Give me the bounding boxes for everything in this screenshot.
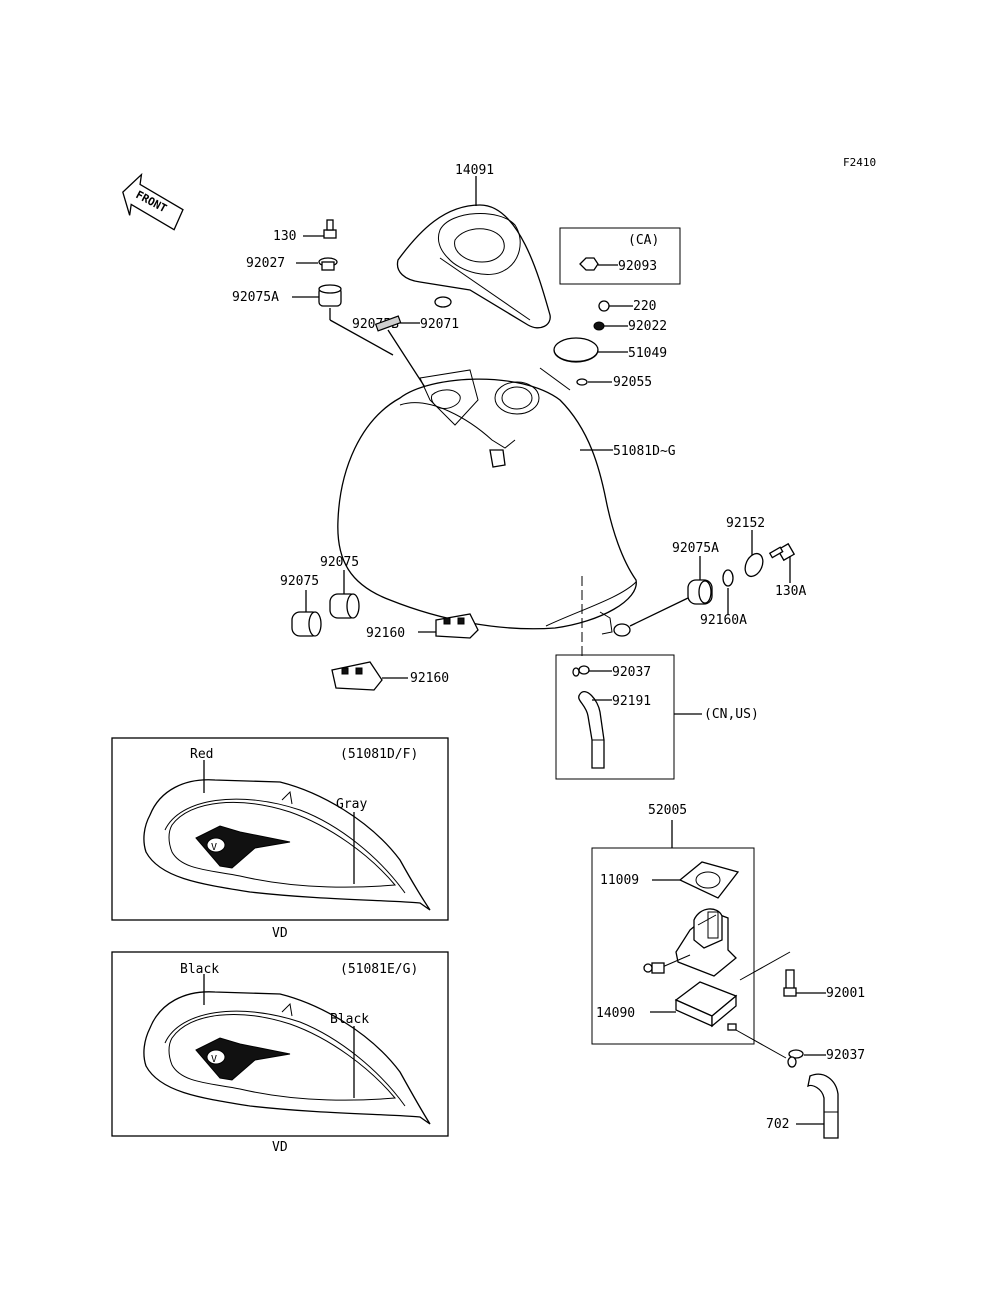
washer-92160A-part — [722, 569, 734, 615]
washer-92075B-part — [434, 296, 452, 308]
washer-92152-part — [744, 530, 764, 578]
inset-top-model: VD — [272, 926, 288, 941]
part-label-14090: 14090 — [596, 1006, 635, 1021]
part-label-92022: 92022 — [628, 319, 667, 334]
inset-bottom-model: VD — [272, 1140, 288, 1155]
part-label-11009: 11009 — [600, 873, 639, 888]
part-label-92037-bottom: 92037 — [826, 1048, 865, 1063]
washer-92022-part — [593, 321, 628, 331]
cn-us-box — [555, 654, 675, 780]
part-label-14091: 14091 — [455, 163, 494, 178]
hose-92191-part — [578, 691, 612, 769]
fuel-tank-51081-part — [337, 369, 637, 635]
part-label-92160A: 92160A — [700, 613, 747, 628]
part-label-92075-b: 92075 — [320, 555, 359, 570]
part-label-92027: 92027 — [246, 256, 285, 271]
front-arrow-icon: FRONT — [122, 172, 184, 231]
inset-bottom-color-b: Black — [330, 1012, 369, 1027]
part-label-92075A-top: 92075A — [232, 290, 279, 305]
damper-92075A-right-part — [613, 556, 713, 637]
part-label-92037-top: 92037 — [612, 665, 651, 680]
part-label-220: 220 — [633, 299, 656, 314]
part-label-702: 702 — [766, 1117, 789, 1132]
part-label-52005: 52005 — [648, 803, 687, 818]
clamp-92037-bottom-part — [735, 1029, 826, 1068]
screw-220-part — [598, 300, 633, 312]
bolt-130A-part — [768, 542, 796, 583]
part-label-51049: 51049 — [628, 346, 667, 361]
figure-id: F2410 — [843, 156, 876, 169]
tank-cover-part — [396, 204, 551, 329]
screw-92001-part — [739, 951, 826, 997]
inset-bottom-box — [111, 951, 449, 1137]
nut-92093-part — [579, 257, 618, 271]
rubber-92160-a-part — [418, 613, 479, 639]
inset-bottom-color-a: Black — [180, 962, 219, 977]
clamp-92037-top-part — [572, 665, 612, 677]
rubber-92160-b-part — [331, 661, 408, 691]
inset-top-tank-drawing: V — [143, 760, 431, 911]
ca-label: (CA) — [628, 233, 659, 248]
part-label-92160-b: 92160 — [410, 671, 449, 686]
hose-702-part — [796, 1073, 839, 1139]
cn-us-label: (CN,US) — [704, 707, 759, 722]
ca-box — [559, 227, 681, 285]
collar-92027-part — [296, 257, 338, 271]
part-label-92075-a: 92075 — [280, 574, 319, 589]
inset-top-color-a: Red — [190, 747, 213, 762]
damper-92075A-part — [292, 284, 394, 356]
inset-top-color-b: Gray — [336, 797, 367, 812]
inset-bottom-code: (51081E/G) — [340, 962, 418, 977]
inset-bottom-tank-drawing: V — [143, 974, 431, 1125]
part-label-92093: 92093 — [618, 259, 657, 274]
svg-text:V: V — [211, 842, 217, 853]
bolt-130-part — [303, 219, 337, 239]
part-label-92160-a: 92160 — [366, 626, 405, 641]
inset-top-box — [111, 737, 449, 921]
fuel-cock-box — [591, 847, 755, 1045]
part-label-51081: 51081D~G — [613, 444, 676, 459]
part-label-92071: 92071 — [420, 317, 459, 332]
part-label-92191: 92191 — [612, 694, 651, 709]
o-ring-92055-part — [539, 367, 612, 391]
fuel-cap-51049-part — [553, 337, 628, 363]
part-label-130A: 130A — [775, 584, 806, 599]
part-label-92075A-right: 92075A — [672, 541, 719, 556]
damper-92075-a-part — [291, 590, 322, 637]
damper-92075-b-part — [329, 570, 360, 619]
part-label-92152: 92152 — [726, 516, 765, 531]
part-label-130: 130 — [273, 229, 296, 244]
fuel-cock-body-part — [643, 908, 737, 977]
cup-14090-part — [650, 981, 738, 1031]
part-label-92001: 92001 — [826, 986, 865, 1001]
gasket-11009-part — [652, 861, 740, 899]
svg-text:V: V — [211, 1054, 217, 1065]
part-label-92055: 92055 — [613, 375, 652, 390]
inset-top-code: (51081D/F) — [340, 747, 418, 762]
